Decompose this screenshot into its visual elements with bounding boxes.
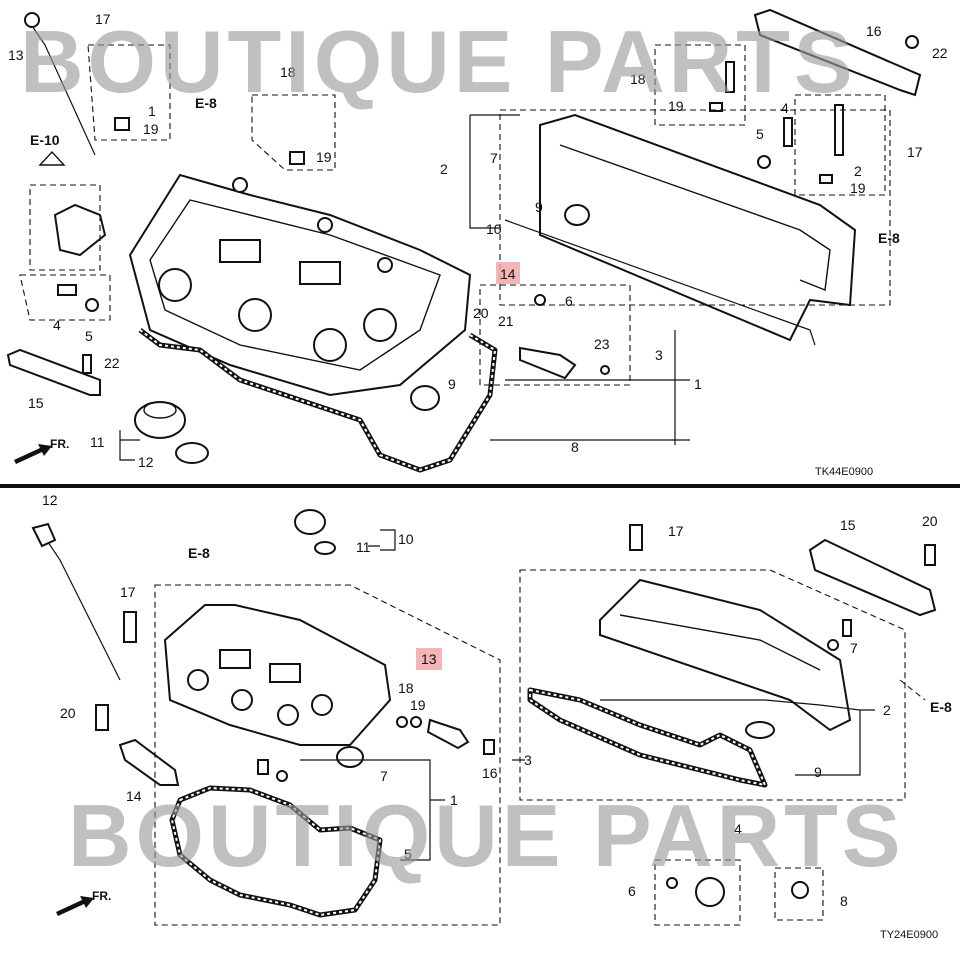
top-diagram: 13 17 1 19 E-8 E-10 18 19 2 7 9 10 14 20… — [6, 8, 948, 478]
bottom-callout: 19 — [410, 697, 426, 713]
top-callout: 4 — [781, 100, 789, 116]
bottom-callout: 4 — [734, 821, 742, 837]
bottom-callout: 15 — [840, 517, 856, 533]
top-callout: 12 — [138, 454, 154, 470]
top-callout: 2 — [440, 161, 448, 177]
top-callout: 13 — [8, 47, 24, 63]
bottom-callout: 16 — [482, 765, 498, 781]
top-diagram-code: TK44E0900 — [815, 466, 873, 478]
bottom-callout: 12 — [42, 492, 58, 508]
bottom-callout: 6 — [628, 883, 636, 899]
bottom-callout: 2 — [883, 702, 891, 718]
bottom-callout: 1 — [450, 792, 458, 808]
bottom-callout: 7 — [380, 768, 388, 784]
top-callout: 11 — [90, 434, 105, 450]
top-callout: 1 — [148, 103, 156, 119]
part-14-highlighted[interactable]: 14 — [500, 266, 516, 282]
top-callout: 19 — [316, 149, 332, 165]
top-callout: 5 — [756, 126, 764, 142]
bottom-callout: 11 — [356, 539, 371, 555]
bottom-diagram: 12 10 11 17 15 20 17 20 13 18 19 16 3 7 … — [31, 492, 952, 941]
bottom-callout: 7 — [850, 640, 858, 656]
top-callout: 19 — [668, 98, 684, 114]
bottom-callout: 8 — [840, 893, 848, 909]
bottom-callout: 18 — [398, 680, 414, 696]
top-callout: 23 — [594, 336, 610, 352]
top-callout: 21 — [498, 313, 514, 329]
top-callout: 8 — [571, 439, 579, 455]
front-arrow-icon: FR. — [14, 437, 69, 464]
top-callout: 19 — [143, 121, 159, 137]
top-ref-e10: E-10 — [30, 132, 60, 148]
bottom-callout: 17 — [120, 584, 136, 600]
top-callout: 7 — [490, 150, 498, 166]
top-callout: 2 — [854, 163, 862, 179]
top-callout: 18 — [630, 71, 646, 87]
top-callout: 3 — [655, 347, 663, 363]
bottom-callout: 20 — [922, 513, 938, 529]
top-callout: 1 — [694, 376, 702, 392]
top-callout: 10 — [486, 221, 502, 237]
valve-cover-left — [128, 173, 472, 397]
top-ref-e8: E-8 — [195, 95, 217, 111]
bottom-callout: 20 — [60, 705, 76, 721]
top-ref-e8-right: E-8 — [878, 230, 900, 246]
svg-text:FR.: FR. — [92, 889, 111, 903]
top-callout: 16 — [866, 23, 882, 39]
bottom-callout: 5 — [404, 846, 412, 862]
top-callout: 20 — [473, 305, 489, 321]
bottom-ref-e8: E-8 — [188, 545, 210, 561]
top-callout: 19 — [850, 180, 866, 196]
top-callout: 5 — [85, 328, 93, 344]
top-callout: 18 — [280, 64, 296, 80]
top-callout: 17 — [907, 144, 923, 160]
front-arrow-icon: FR. — [56, 889, 111, 916]
top-callout: 22 — [104, 355, 120, 371]
bottom-diagram-code: TY24E0900 — [880, 929, 938, 941]
bottom-callout: 9 — [814, 764, 822, 780]
bottom-callout: 10 — [398, 531, 414, 547]
top-callout: 4 — [53, 317, 61, 333]
watermark-bottom: BOUTIQUE PARTS — [68, 786, 905, 885]
svg-text:FR.: FR. — [50, 437, 69, 451]
top-callout: 6 — [565, 293, 573, 309]
bottom-ref-e8-right: E-8 — [930, 699, 952, 715]
top-callout: 15 — [28, 395, 44, 411]
bottom-callout: 17 — [668, 523, 684, 539]
bottom-callout: 3 — [524, 752, 532, 768]
top-callout: 9 — [448, 376, 456, 392]
top-callout: 9 — [535, 199, 543, 215]
top-callout: 17 — [95, 11, 111, 27]
watermark-top: BOUTIQUE PARTS — [20, 12, 857, 111]
top-callout: 22 — [932, 45, 948, 61]
bottom-callout: 14 — [126, 788, 142, 804]
part-13-highlighted[interactable]: 13 — [421, 651, 437, 667]
